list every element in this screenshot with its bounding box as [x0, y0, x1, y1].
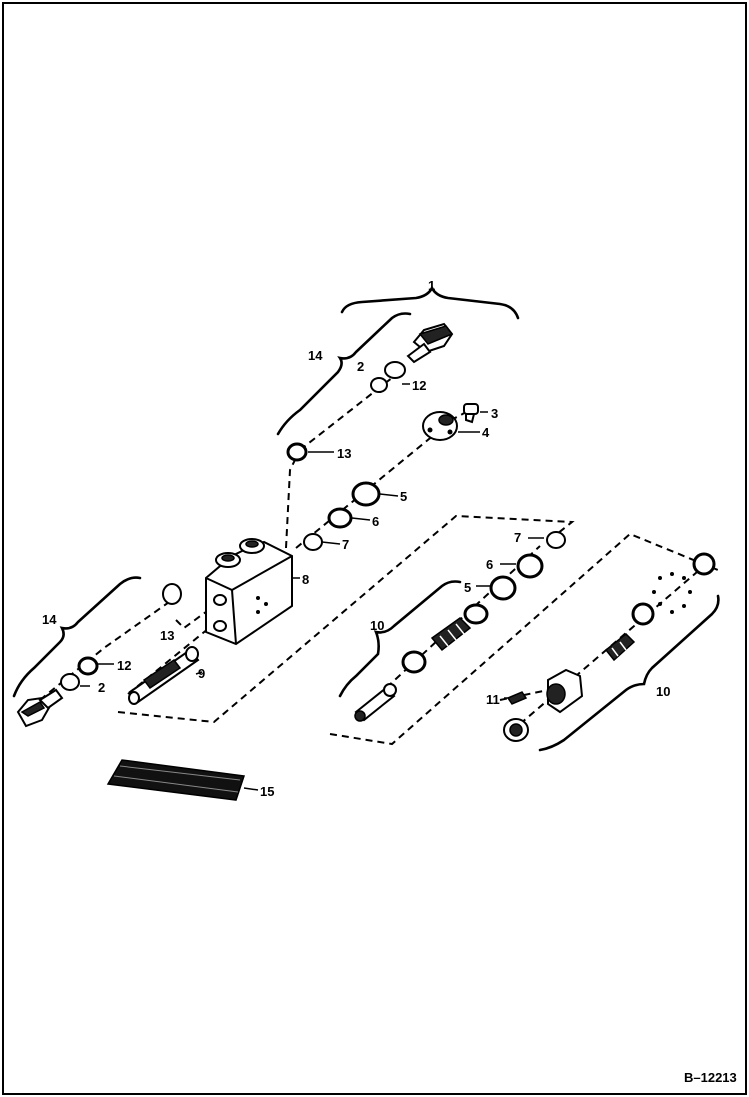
dashed-line-valve-up [285, 449, 301, 549]
callout-10-mid: 10 [370, 618, 384, 633]
o-ring-7-upper [303, 533, 323, 551]
callout-8: 8 [302, 572, 309, 587]
callout-4: 4 [482, 425, 490, 440]
spring-seat-right-upper [692, 552, 716, 576]
spring-cap-right [546, 668, 584, 714]
washer-2-lower [60, 673, 80, 691]
callout-11: 11 [486, 692, 500, 707]
o-ring-13-lower [162, 583, 182, 605]
callout-15: 15 [260, 784, 274, 799]
end-cap-4 [422, 411, 458, 441]
decal-15 [106, 759, 245, 801]
valve-body-8 [205, 538, 293, 646]
spring-seat-mid-upper [463, 603, 489, 625]
callout-5-upper: 5 [400, 489, 407, 504]
o-ring-13-upper [286, 442, 308, 462]
spring-seat-mid-lower [401, 650, 427, 674]
callout-5-mid: 5 [464, 580, 471, 595]
relief-valve-cartridge-upper [406, 322, 454, 364]
spool-9 [128, 646, 200, 705]
callout-2-upper: 2 [357, 359, 364, 374]
o-ring-7-mid [546, 531, 566, 549]
washer-2-upper [384, 361, 406, 379]
callout-2-lower: 2 [98, 680, 105, 695]
callout-14-upper: 14 [308, 348, 323, 363]
callout-7-mid: 7 [514, 530, 521, 545]
callout-3: 3 [491, 406, 498, 421]
callout-13-lower: 13 [160, 628, 174, 643]
bolt-pattern-dots [652, 572, 692, 614]
o-ring-12-upper [370, 377, 388, 393]
bracket-10-right [538, 594, 720, 752]
washer-5-mid [489, 575, 517, 601]
callout-12-upper: 12 [412, 378, 426, 393]
callout-14-lower: 14 [42, 612, 57, 627]
callout-9: 9 [198, 666, 205, 681]
screw-11 [506, 691, 528, 705]
washer-6-mid [516, 553, 544, 579]
bolt-3 [463, 403, 479, 424]
relief-valve-cartridge-lower [16, 688, 64, 728]
spring-seat-right-lower [631, 602, 655, 626]
callout-6-upper: 6 [372, 514, 379, 529]
washer-6-upper [327, 507, 353, 529]
callout-7-upper: 7 [342, 537, 349, 552]
callout-13-upper: 13 [337, 446, 351, 461]
dashed-line-center-box [117, 514, 575, 724]
dashed-line-mid-box [329, 532, 719, 746]
callout-1: 1 [428, 278, 435, 293]
spring-mid [430, 617, 472, 652]
bracket-10-middle [338, 580, 462, 698]
bracket-1 [340, 285, 520, 320]
o-ring-12-lower [77, 656, 99, 676]
diagram-id: B–12213 [684, 1070, 737, 1085]
spool-end-mid [354, 683, 397, 722]
dashed-line-13-lower [175, 605, 215, 630]
bracket-14-upper [276, 312, 412, 436]
washer-5-upper [351, 481, 381, 507]
bracket-14-lower [12, 576, 142, 698]
spring-right [604, 632, 636, 662]
callout-12-lower: 12 [117, 658, 131, 673]
plug-right [503, 718, 529, 742]
callout-10-right: 10 [656, 684, 670, 699]
leader-lines [80, 383, 544, 791]
callout-6-mid: 6 [486, 557, 493, 572]
